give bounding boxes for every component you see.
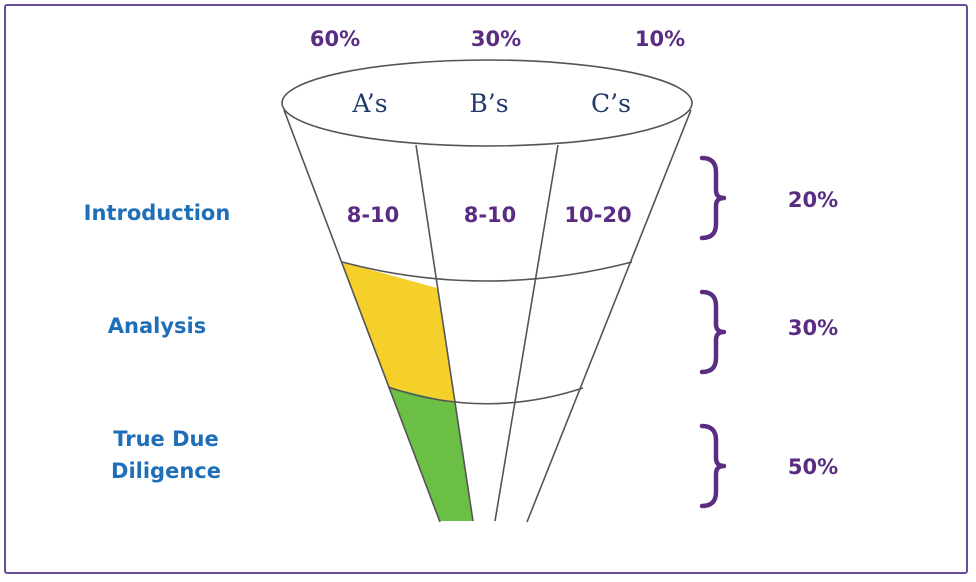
share-a: 60% [310,27,360,51]
share-introduction: 20% [788,188,838,212]
share-c: 10% [635,27,685,51]
separator-intro-analysis [341,261,633,282]
grade-a-label: A’s [351,89,387,118]
count-b: 8-10 [464,203,517,227]
share-analysis: 30% [788,316,838,340]
brace-analysis [699,289,727,375]
brace-introduction [699,155,727,241]
analysis-highlight [342,262,455,403]
funnel-right-edge [526,109,692,523]
stage-introduction: Introduction [84,201,231,225]
due-diligence-highlight [388,387,473,521]
diagram-frame [4,4,968,574]
separator-analysis-diligence [387,386,584,405]
stage-analysis: Analysis [108,314,206,338]
grade-c-label: C’s [591,89,631,118]
grade-b-label: B’s [469,89,508,118]
share-due-diligence: 50% [788,455,838,479]
divider-b-c [494,144,559,522]
stage-due-diligence-line1: True Due [113,427,219,451]
funnel-top-ellipse [281,59,693,147]
funnel-left-edge [283,109,441,523]
share-b: 30% [471,27,521,51]
count-a: 8-10 [347,203,400,227]
divider-a-b [415,144,474,522]
count-c: 10-20 [564,203,631,227]
brace-due-diligence [699,423,727,509]
stage-due-diligence-line2: Diligence [111,459,221,483]
